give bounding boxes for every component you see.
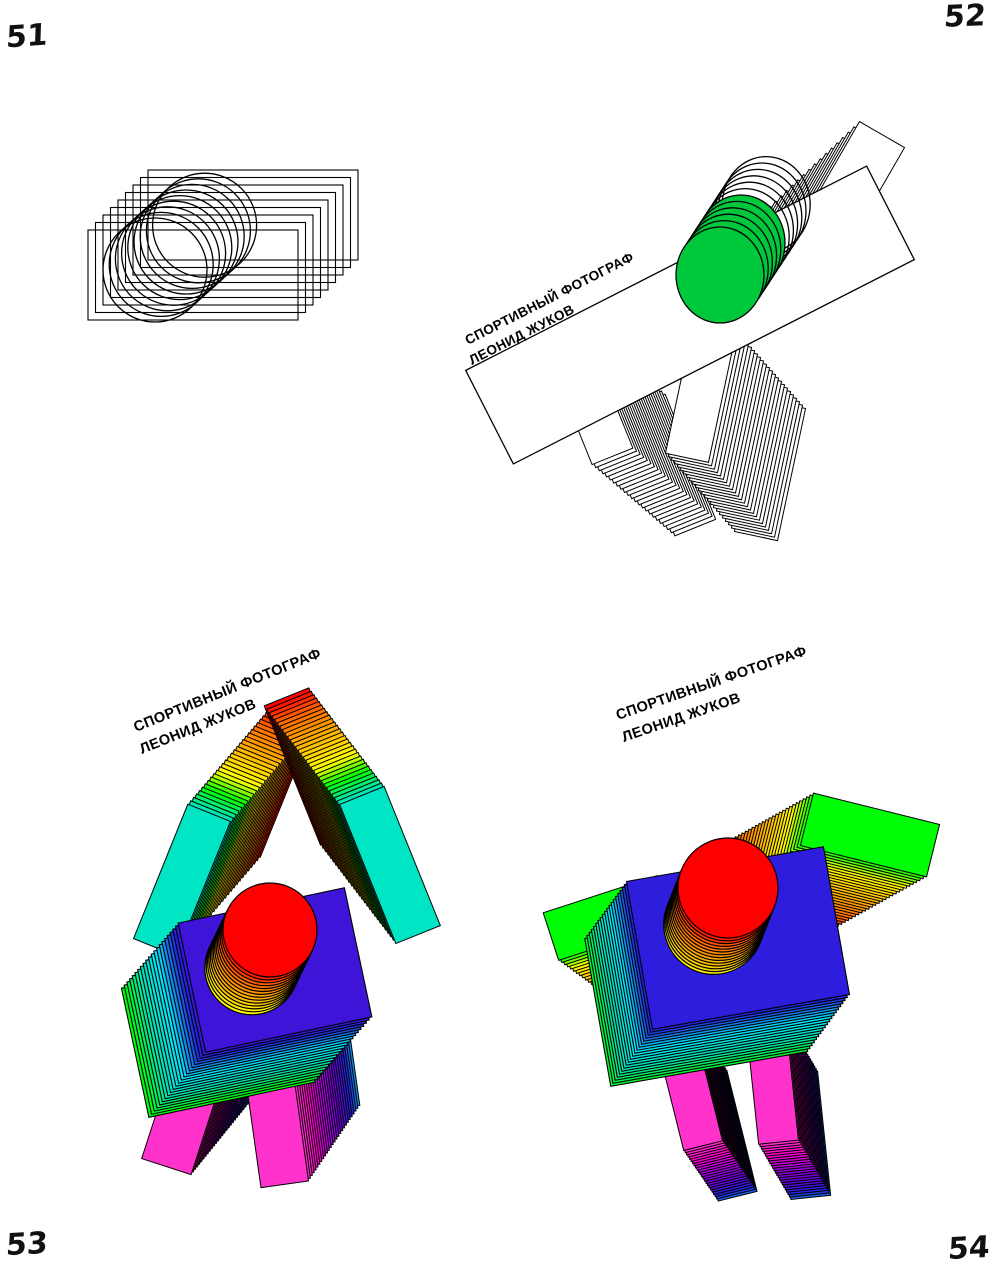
head-disc-0 bbox=[677, 837, 779, 939]
body-stack-54 bbox=[542, 792, 941, 1202]
leg-stack-0 bbox=[652, 1018, 758, 1202]
head-disc-0 bbox=[222, 882, 318, 978]
right-leg-stack-52 bbox=[664, 320, 807, 542]
ring-6 bbox=[139, 183, 245, 290]
figure-54-rainbow-arms-out: СПОРТИВНЫЙ ФОТОГРАФ ЛЕОНИД ЖУКОВ bbox=[490, 641, 970, 1250]
rectangle-stack-51 bbox=[87, 169, 359, 321]
plate-1 bbox=[94, 221, 307, 314]
arm-slab-0 bbox=[338, 785, 442, 945]
leg-stack-1 bbox=[745, 1015, 832, 1200]
ring-2 bbox=[114, 206, 221, 312]
plate-4 bbox=[117, 199, 329, 291]
ring-3 bbox=[120, 200, 227, 306]
plate-5 bbox=[124, 191, 337, 284]
head-ring-0 bbox=[675, 226, 765, 324]
ring-1 bbox=[108, 211, 214, 318]
head-circle-stack-52 bbox=[675, 155, 811, 324]
arm-stack-0 bbox=[132, 704, 316, 957]
page-number-bottom-left: 53 bbox=[5, 1225, 49, 1264]
figure-51-wireframe-plate bbox=[60, 70, 390, 323]
head-stack bbox=[204, 882, 318, 1016]
figure-53-rainbow-arms-up: СПОРТИВНЫЙ ФОТОГРАФ ЛЕОНИД ЖУКОВ bbox=[70, 644, 470, 1250]
arm-stack-1 bbox=[263, 687, 442, 945]
circle-stack-51 bbox=[102, 172, 258, 323]
ring-7 bbox=[145, 178, 252, 284]
arm-slab-0 bbox=[799, 792, 941, 878]
ring-0 bbox=[102, 217, 208, 323]
page-number-top-left: 51 bbox=[5, 17, 49, 56]
ring-8 bbox=[151, 172, 258, 278]
plate-0 bbox=[87, 229, 299, 321]
head-stack bbox=[663, 837, 779, 975]
body-stack-53 bbox=[120, 687, 442, 1189]
ring-5 bbox=[133, 189, 239, 295]
figure-52-wireframe-figure: СПОРТИВНЫЙ ФОТОГРАФ ЛЕОНИД ЖУКОВ bbox=[420, 15, 960, 585]
ring-4 bbox=[127, 194, 233, 301]
brand-text-54: СПОРТИВНЫЙ ФОТОГРАФ ЛЕОНИД ЖУКОВ bbox=[613, 641, 809, 745]
